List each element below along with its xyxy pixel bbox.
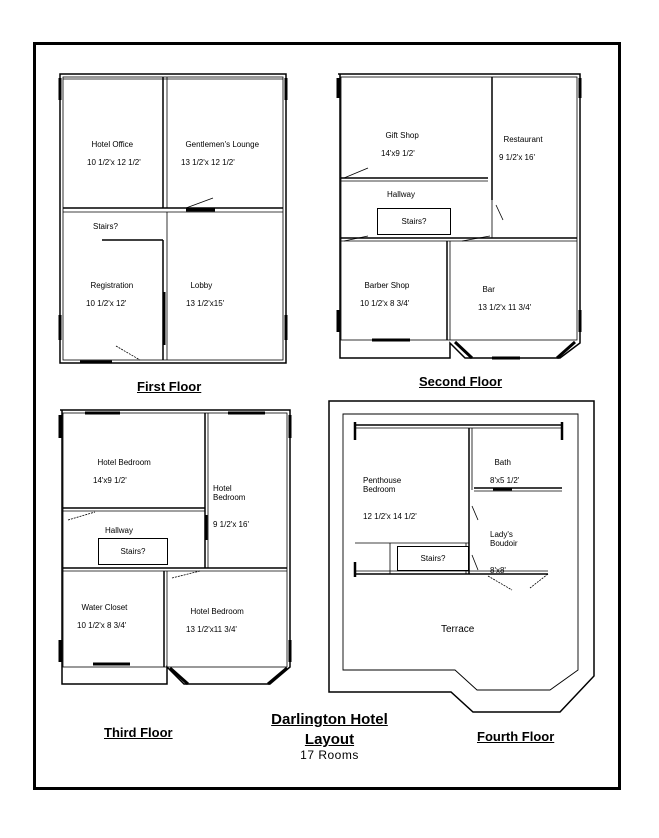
room-label-hotel-bedroom-1: Hotel Bedroom 14'x9 1/2' [93, 449, 151, 494]
room-name: Water Closet [81, 603, 128, 612]
room-size: 9 1/2'x 16' [499, 153, 535, 162]
room-name: Hotel Office [91, 140, 134, 149]
drawing-title: Darlington Hotel [271, 711, 388, 728]
stairs-label: Stairs? [93, 222, 118, 231]
room-size: 10 1/2'x 8 3/4' [77, 621, 127, 630]
room-label-registration: Registration 10 1/2'x 12' [86, 272, 133, 317]
floor-title-fourth: Fourth Floor [477, 729, 555, 744]
room-name: Barber Shop [364, 281, 410, 290]
drawing-subtitle: 17 Rooms [300, 748, 359, 762]
room-label-gift-shop: Gift Shop 14'x9 1/2' [381, 122, 419, 167]
third-floor-walls [58, 409, 292, 686]
stairs-box: Stairs? [377, 208, 451, 235]
room-name: Bath [494, 458, 511, 467]
room-label-restaurant: Restaurant 9 1/2'x 16' [499, 126, 543, 171]
room-size: 14'x9 1/2' [381, 149, 415, 158]
room-size: 10 1/2'x 8 3/4' [360, 299, 410, 308]
stairs-label: Stairs? [120, 547, 146, 556]
drawing-title-line2: Layout [304, 731, 355, 748]
room-name: Hotel Bedroom [190, 607, 244, 616]
room-name: Gentlemen's Lounge [185, 140, 260, 149]
room-name: Hotel Bedroom [97, 458, 151, 467]
room-label-penthouse-bedroom: Penthouse Bedroom 12 1/2'x 14 1/2' [363, 458, 417, 530]
room-name: Gift Shop [385, 131, 419, 140]
stairs-box: Stairs? [98, 538, 168, 565]
room-size: 14'x9 1/2' [93, 476, 127, 485]
room-label-bar: Bar 13 1/2'x 11 3/4' [478, 276, 531, 321]
room-label-hallway: Hallway [105, 526, 134, 535]
room-size: 13 1/2'x11 3/4' [186, 625, 237, 634]
room-size: 13 1/2'x 11 3/4' [478, 303, 532, 312]
stairs-label: Stairs? [401, 217, 427, 226]
room-name: Lobby [190, 281, 213, 290]
room-label-water-closet: Water Closet 10 1/2'x 8 3/4' [77, 594, 127, 639]
drawing-frame [33, 42, 621, 790]
room-label-hotel-office: Hotel Office 10 1/2'x 12 1/2' [87, 131, 141, 176]
room-size: 13 1/2'x 12 1/2' [181, 158, 235, 167]
room-label-hotel-bedroom-2: Hotel Bedroom 9 1/2'x 16' [213, 466, 249, 538]
room-label-gentlemens-lounge: Gentlemen's Lounge 13 1/2'x 12 1/2' [181, 131, 259, 176]
floor-title-first: First Floor [137, 379, 202, 394]
room-label-terrace: Terrace [441, 624, 475, 635]
room-size: 10 1/2'x 12' [86, 299, 127, 308]
room-size: 8'x5 1/2' [490, 476, 520, 485]
floor-title-second: Second Floor [419, 374, 503, 389]
room-label-hallway: Hallway [387, 190, 416, 199]
room-size: 13 1/2'x15' [186, 299, 225, 308]
room-label-lobby: Lobby 13 1/2'x15' [186, 272, 224, 317]
room-name: Registration [90, 281, 134, 290]
room-size: 10 1/2'x 12 1/2' [87, 158, 141, 167]
room-name: Penthouse Bedroom [363, 476, 402, 494]
room-name: Bar [482, 285, 495, 294]
room-label-barber-shop: Barber Shop 10 1/2'x 8 3/4' [360, 272, 409, 317]
first-floor-walls [58, 73, 288, 364]
room-name: Hotel Bedroom [213, 484, 246, 502]
stairs-box: Stairs? [397, 546, 469, 571]
room-label-bath: Bath 8'x5 1/2' [490, 449, 519, 494]
room-label-ladys-boudoir: Lady's Boudoir 8'x8' [490, 512, 518, 584]
room-size: 12 1/2'x 14 1/2' [363, 512, 417, 521]
floor-title-third: Third Floor [104, 725, 173, 740]
fourth-floor-walls [328, 400, 595, 713]
stairs-label: Stairs? [420, 554, 446, 563]
room-name: Restaurant [503, 135, 543, 144]
room-size: 8'x8' [490, 566, 506, 575]
room-label-hotel-bedroom-3: Hotel Bedroom 13 1/2'x11 3/4' [186, 598, 244, 643]
room-name: Lady's Boudoir [490, 530, 518, 548]
second-floor-walls [336, 73, 582, 360]
room-size: 9 1/2'x 16' [213, 520, 249, 529]
